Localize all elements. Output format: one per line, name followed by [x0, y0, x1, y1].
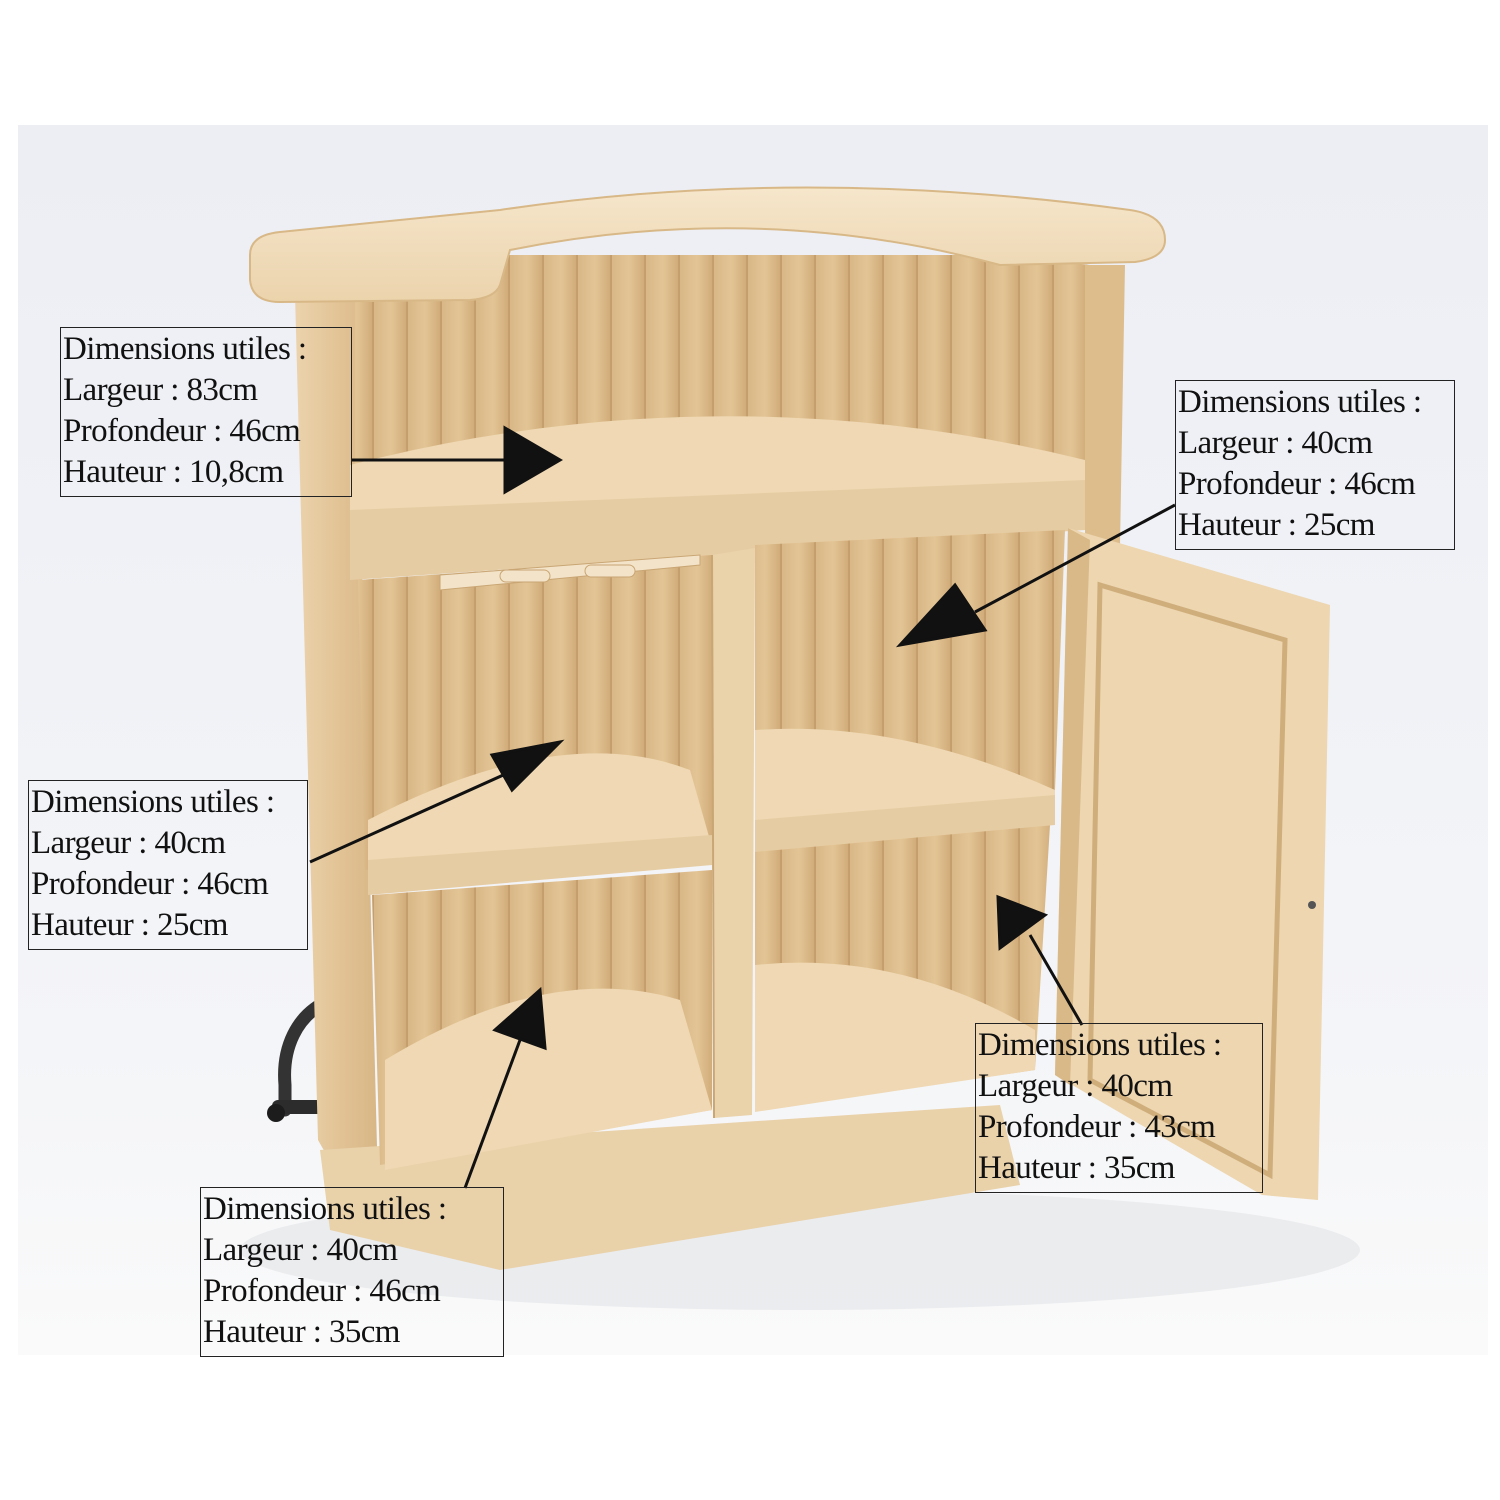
- callout-upper-right: Dimensions utiles : Largeur : 40cm Profo…: [1175, 380, 1455, 550]
- callout-title: Dimensions utiles :: [63, 331, 307, 367]
- callout-hauteur: Hauteur : 25cm: [1178, 507, 1375, 543]
- callout-largeur: Largeur : 40cm: [31, 825, 226, 861]
- callout-title: Dimensions utiles :: [31, 784, 275, 820]
- callout-arrows: [309, 425, 1176, 1189]
- callout-hauteur: Hauteur : 35cm: [978, 1150, 1175, 1186]
- callout-profondeur: Profondeur : 46cm: [31, 866, 269, 902]
- callout-largeur: Largeur : 40cm: [203, 1232, 398, 1268]
- callout-hauteur: Hauteur : 10,8cm: [63, 454, 284, 490]
- callout-hauteur: Hauteur : 35cm: [203, 1314, 400, 1350]
- foot-rail-knob: [267, 1104, 285, 1122]
- callout-largeur: Largeur : 40cm: [1178, 425, 1373, 461]
- callout-upper-left: Dimensions utiles : Largeur : 40cm Profo…: [28, 780, 308, 950]
- glass-holders: [439, 554, 701, 591]
- callout-title: Dimensions utiles :: [203, 1191, 447, 1227]
- callout-title: Dimensions utiles :: [978, 1027, 1222, 1063]
- callout-top-niche: Dimensions utiles : Largeur : 83cm Profo…: [60, 327, 352, 497]
- callout-lower-right: Dimensions utiles : Largeur : 40cm Profo…: [975, 1023, 1263, 1193]
- callout-title: Dimensions utiles :: [1178, 384, 1422, 420]
- callout-profondeur: Profondeur : 46cm: [203, 1273, 441, 1309]
- callout-hauteur: Hauteur : 25cm: [31, 907, 228, 943]
- callout-lower-left: Dimensions utiles : Largeur : 40cm Profo…: [200, 1187, 504, 1357]
- callout-largeur: Largeur : 83cm: [63, 372, 258, 408]
- callout-largeur: Largeur : 40cm: [978, 1068, 1173, 1104]
- open-door: [1055, 528, 1330, 1200]
- callout-profondeur: Profondeur : 46cm: [1178, 466, 1416, 502]
- callout-profondeur: Profondeur : 43cm: [978, 1109, 1216, 1145]
- callout-profondeur: Profondeur : 46cm: [63, 413, 301, 449]
- countertop: [249, 186, 1167, 304]
